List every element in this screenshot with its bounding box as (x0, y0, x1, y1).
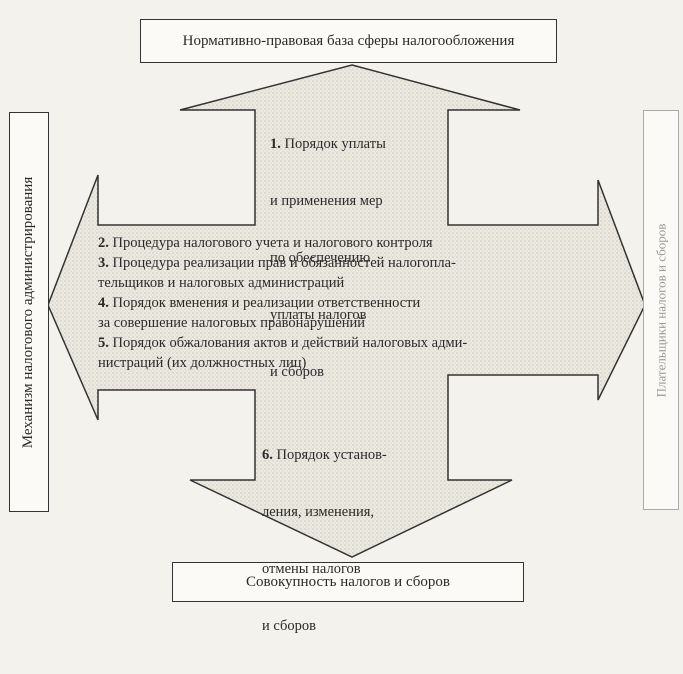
item-1-line-1: Порядок уплаты (284, 136, 386, 152)
legal-base-box: Нормативно-правовая база сферы налогообл… (140, 19, 557, 63)
item-6-line-1: Порядок установ- (276, 447, 387, 463)
item-3-line-2: тельщиков и налоговых администраций (98, 275, 345, 291)
taxes-set-label: Совокупность налогов и сборов (245, 573, 451, 590)
item-4-number: 4. (98, 295, 109, 311)
four-way-arrow (47, 64, 646, 558)
item-5-number: 5. (98, 335, 109, 351)
middle-items: 2. Процедура налогового учета и налогово… (98, 233, 467, 373)
item-1-text: 1. Порядок уплаты и применения мер по об… (270, 97, 386, 420)
item-6-number: 6. (262, 447, 273, 463)
item-2-text: Процедура налогового учета и налогового … (112, 235, 433, 251)
legal-base-label: Нормативно-правовая база сферы налогообл… (182, 32, 515, 49)
item-6-line-2: ления, изменения, (262, 504, 375, 520)
item-6-line-4: и сборов (262, 618, 316, 634)
item-1-line-5: и сборов (270, 364, 324, 380)
administration-mechanism-label: Механизм налогового администрирования (20, 176, 37, 448)
item-1-line-2: и применения мер (270, 193, 383, 209)
administration-mechanism-box: Механизм налогового администрирования (9, 112, 49, 512)
taxpayers-box: Плательщики налогов и сборов (643, 110, 679, 510)
item-2-number: 2. (98, 235, 109, 251)
diagram: Нормативно-правовая база сферы налогообл… (9, 19, 679, 634)
cross-arrow-shape (47, 64, 646, 558)
taxes-set-box: Совокупность налогов и сборов (172, 562, 524, 602)
item-1-number: 1. (270, 136, 281, 152)
item-3-line-1: Процедура реализации прав и обязанностей… (112, 255, 456, 271)
item-1-line-4: уплаты налогов (270, 307, 367, 323)
item-5-line-1: Порядок обжалования актов и действий нал… (112, 335, 468, 351)
item-4-line-1: Порядок вменения и реализации ответствен… (112, 295, 421, 311)
taxpayers-label: Плательщики налогов и сборов (653, 223, 669, 397)
item-4-line-2: за совершение налоговых правонарушений (98, 315, 366, 331)
item-3-number: 3. (98, 255, 109, 271)
item-6-line-3: отмены налогов (262, 561, 361, 577)
item-1-line-3: по обеспечению (270, 250, 371, 266)
item-6-text: 6. Порядок установ- ления, изменения, от… (262, 408, 387, 674)
item-5-line-2: нистраций (их должностных лиц) (98, 355, 307, 371)
